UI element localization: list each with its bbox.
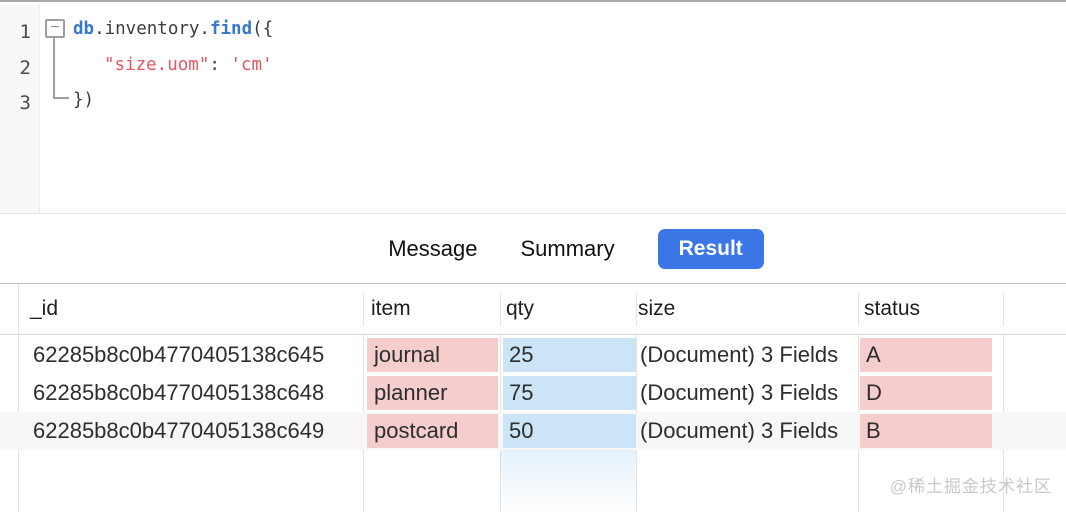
tab-summary[interactable]: Summary [520,235,615,261]
cell-item: postcard [367,414,498,448]
cell-status: A [860,338,992,372]
cell-id: 62285b8c0b4770405138c649 [33,418,325,443]
code-token-collection: .inventory. [94,19,210,39]
code-line-2: "size.uom": 'cm' [73,55,273,75]
cell-id: 62285b8c0b4770405138c645 [33,342,325,367]
cell-status: D [860,376,992,410]
code-line-3: }) [73,90,94,110]
line-number-1: 1 [19,21,31,43]
cell-qty: 75 [503,376,636,410]
line-number-3: 3 [19,92,31,114]
code-editor[interactable]: 1 2 3 − db.inventory.find({ "size.uom": … [0,0,1066,215]
column-divider [636,293,637,326]
editor-gutter: 1 2 3 [0,4,40,215]
tab-message[interactable]: Message [388,235,478,261]
cell-qty: 25 [503,338,636,372]
code-token-open-brace: ({ [252,19,274,39]
table-row[interactable]: 62285b8c0b4770405138c648 planner 75 (Doc… [0,374,1066,412]
header-divider [0,334,1066,335]
code-token-field-value: 'cm' [230,55,273,75]
cell-item: journal [367,338,498,372]
code-token-db: db [73,19,95,39]
cell-id: 62285b8c0b4770405138c648 [33,380,325,405]
column-divider [858,293,859,326]
tab-result[interactable]: Result [657,228,764,269]
cell-size-document[interactable]: (Document) 3 Fields [640,418,839,443]
result-grid: _id item qty size status 62285b8c0b47704… [0,284,1066,512]
collapse-minus-icon: − [50,19,60,36]
line-number-2: 2 [19,57,31,79]
fold-guide-corner [53,97,69,99]
watermark: @稀土掘金技术社区 [889,477,1052,496]
column-divider [500,293,501,326]
column-header-qty[interactable]: qty [506,297,535,320]
results-tabbar: Message Summary Result [0,213,1066,284]
cell-qty: 50 [503,414,636,448]
column-divider [18,284,19,512]
code-line-1: db.inventory.find({ [73,19,273,39]
cell-size-document[interactable]: (Document) 3 Fields [640,342,839,367]
qty-column-tint [500,450,636,512]
table-row[interactable]: 62285b8c0b4770405138c649 postcard 50 (Do… [0,412,1066,450]
column-header-id[interactable]: _id [30,297,59,320]
cell-status: B [860,414,992,448]
column-divider [1003,293,1004,326]
column-header-item[interactable]: item [371,297,411,320]
code-fold-toggle[interactable]: − [45,19,65,38]
fold-guide-line [53,38,55,99]
column-header-size[interactable]: size [638,297,676,320]
cell-size-document[interactable]: (Document) 3 Fields [640,380,839,405]
cell-item: planner [367,376,498,410]
code-token-find: find [209,19,253,39]
column-header-status[interactable]: status [864,297,921,320]
code-token-close-brace: }) [73,90,95,110]
table-row[interactable]: 62285b8c0b4770405138c645 journal 25 (Doc… [0,336,1066,374]
code-token-colon: : [209,55,231,75]
code-token-field-key: "size.uom" [104,55,210,75]
column-divider [363,293,364,326]
